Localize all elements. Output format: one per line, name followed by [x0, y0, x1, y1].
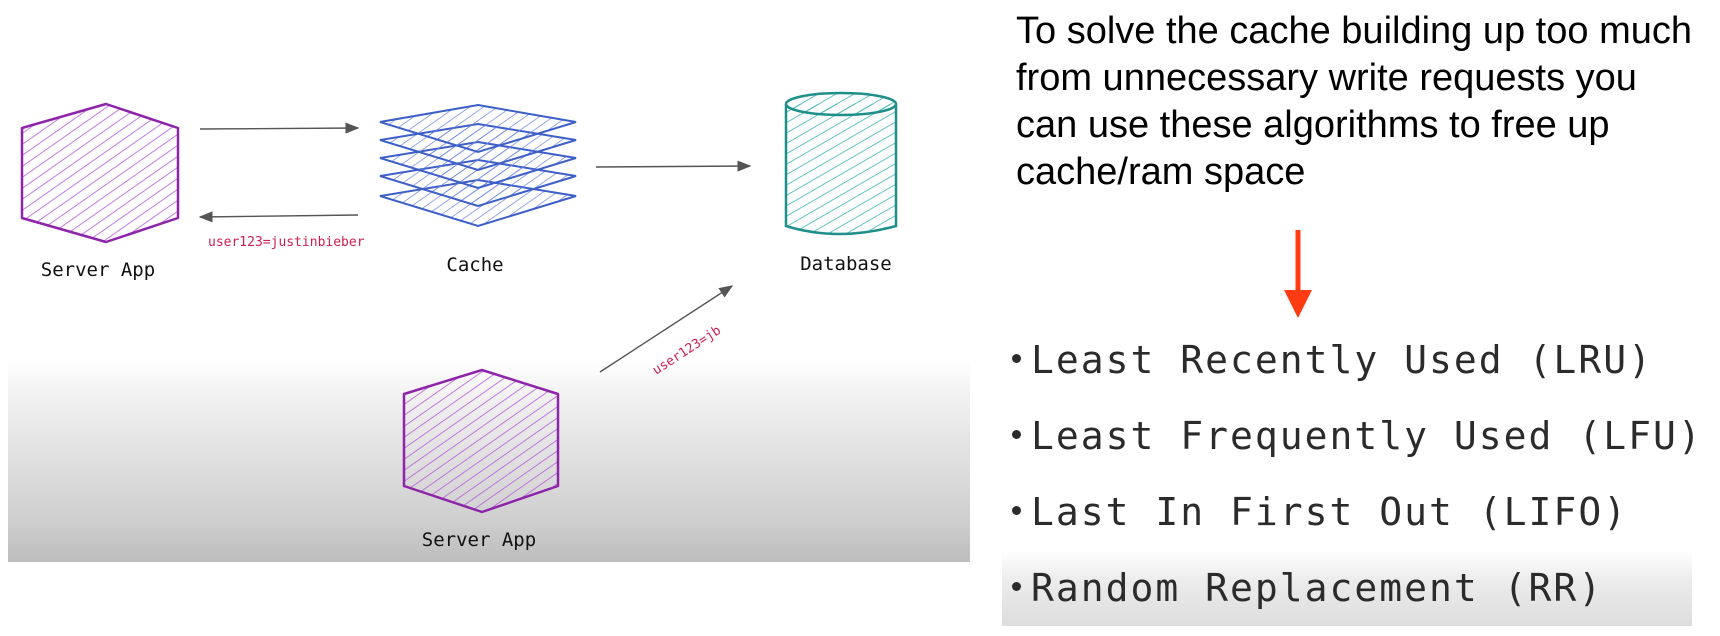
- database-node: Database: [784, 91, 898, 275]
- server-app-top-node: Server App: [20, 102, 180, 281]
- algorithm-lru: Least Recently Used (LRU): [1031, 338, 1653, 382]
- server-app-bottom-label: Server App: [422, 529, 536, 551]
- bullet-icon: [1012, 430, 1021, 439]
- bullet-icon: [1012, 354, 1021, 363]
- edge-label-server-to-database: user123=jb: [650, 323, 724, 378]
- cache-diagram: Server App user123=justinbieber Cache Da…: [20, 91, 898, 551]
- cache-label: Cache: [446, 254, 503, 276]
- server-app-bottom-node: Server App: [402, 368, 560, 551]
- down-arrow-icon: [1284, 230, 1312, 318]
- bullet-icon: [1012, 582, 1021, 591]
- server-app-top-label: Server App: [41, 259, 155, 281]
- list-item: Least Frequently Used (LFU): [1002, 398, 1701, 474]
- list-item: Last In First Out (LIFO): [1002, 474, 1692, 550]
- arrow-cache-to-database: [595, 160, 752, 172]
- edge-label-cache-to-server: user123=justinbieber: [208, 235, 365, 250]
- algorithm-lifo: Last In First Out (LIFO): [1031, 490, 1629, 534]
- arrow-server-to-database: [599, 285, 734, 373]
- list-item: Random Replacement (RR): [1002, 550, 1692, 626]
- arrow-cache-to-server: [198, 211, 359, 223]
- algorithm-rr: Random Replacement (RR): [1031, 566, 1604, 610]
- caption-text: To solve the cache building up too much …: [1016, 10, 1692, 193]
- list-item: Least Recently Used (LRU): [1002, 322, 1692, 398]
- arrow-server-to-cache: [199, 122, 360, 134]
- cache-node: Cache: [379, 103, 577, 276]
- database-label: Database: [800, 253, 892, 275]
- diagram-panel: Server App user123=justinbieber Cache Da…: [8, 0, 970, 562]
- algorithm-lfu: Least Frequently Used (LFU): [1031, 414, 1703, 458]
- algorithm-list: Least Recently Used (LRU) Least Frequent…: [1002, 322, 1701, 626]
- bullet-icon: [1012, 506, 1021, 515]
